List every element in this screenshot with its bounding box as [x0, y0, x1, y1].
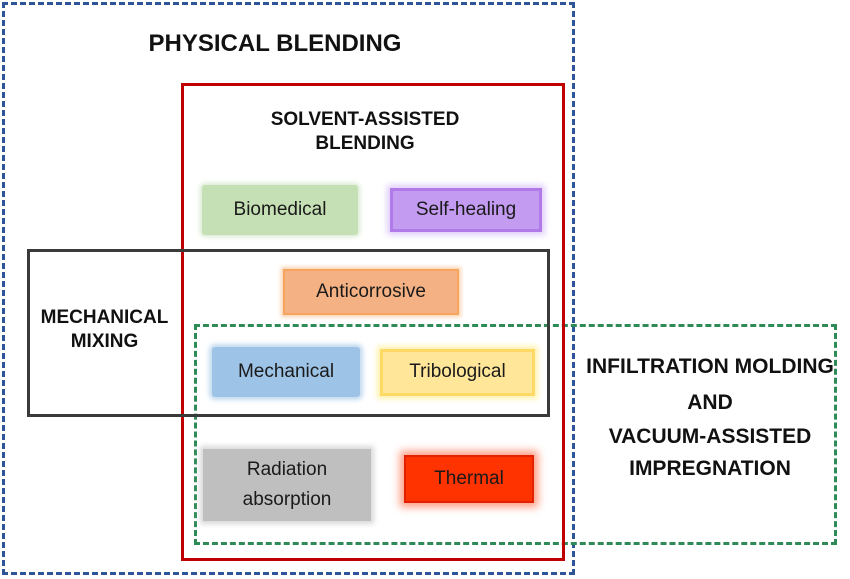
physical-blending-title: PHYSICAL BLENDING: [148, 30, 402, 57]
thermal-box: Thermal: [404, 455, 534, 503]
mechanical-label: Mechanical: [237, 360, 335, 382]
radiation-absorption-label: Radiation absorption: [242, 458, 332, 510]
infiltration-title-bottom: VACUUM-ASSISTED IMPREGNATION: [608, 425, 812, 480]
mechanical-box: Mechanical: [212, 347, 360, 397]
solvent-assisted-region: [181, 83, 565, 561]
biomedical-box: Biomedical: [202, 185, 358, 235]
tribological-label: Tribological: [409, 361, 506, 383]
self-healing-box: Self-healing: [390, 188, 542, 232]
radiation-absorption-box: Radiation absorption: [203, 449, 371, 521]
infiltration-title-top: INFILTRATION MOLDING AND: [586, 355, 834, 414]
thermal-label: Thermal: [434, 467, 504, 489]
tribological-box: Tribological: [380, 349, 535, 396]
anticorrosive-label: Anticorrosive: [316, 280, 426, 302]
physical-blending-region: [2, 2, 575, 575]
biomedical-label: Biomedical: [233, 198, 327, 220]
mechanical-mixing-title: MECHANICAL MIXING: [40, 307, 169, 353]
solvent-assisted-title: SOLVENT-ASSISTED BLENDING: [270, 109, 460, 155]
self-healing-label: Self-healing: [415, 198, 517, 220]
infiltration-region: [194, 324, 837, 545]
anticorrosive-box: Anticorrosive: [283, 269, 459, 315]
mechanical-mixing-region: [27, 249, 550, 417]
